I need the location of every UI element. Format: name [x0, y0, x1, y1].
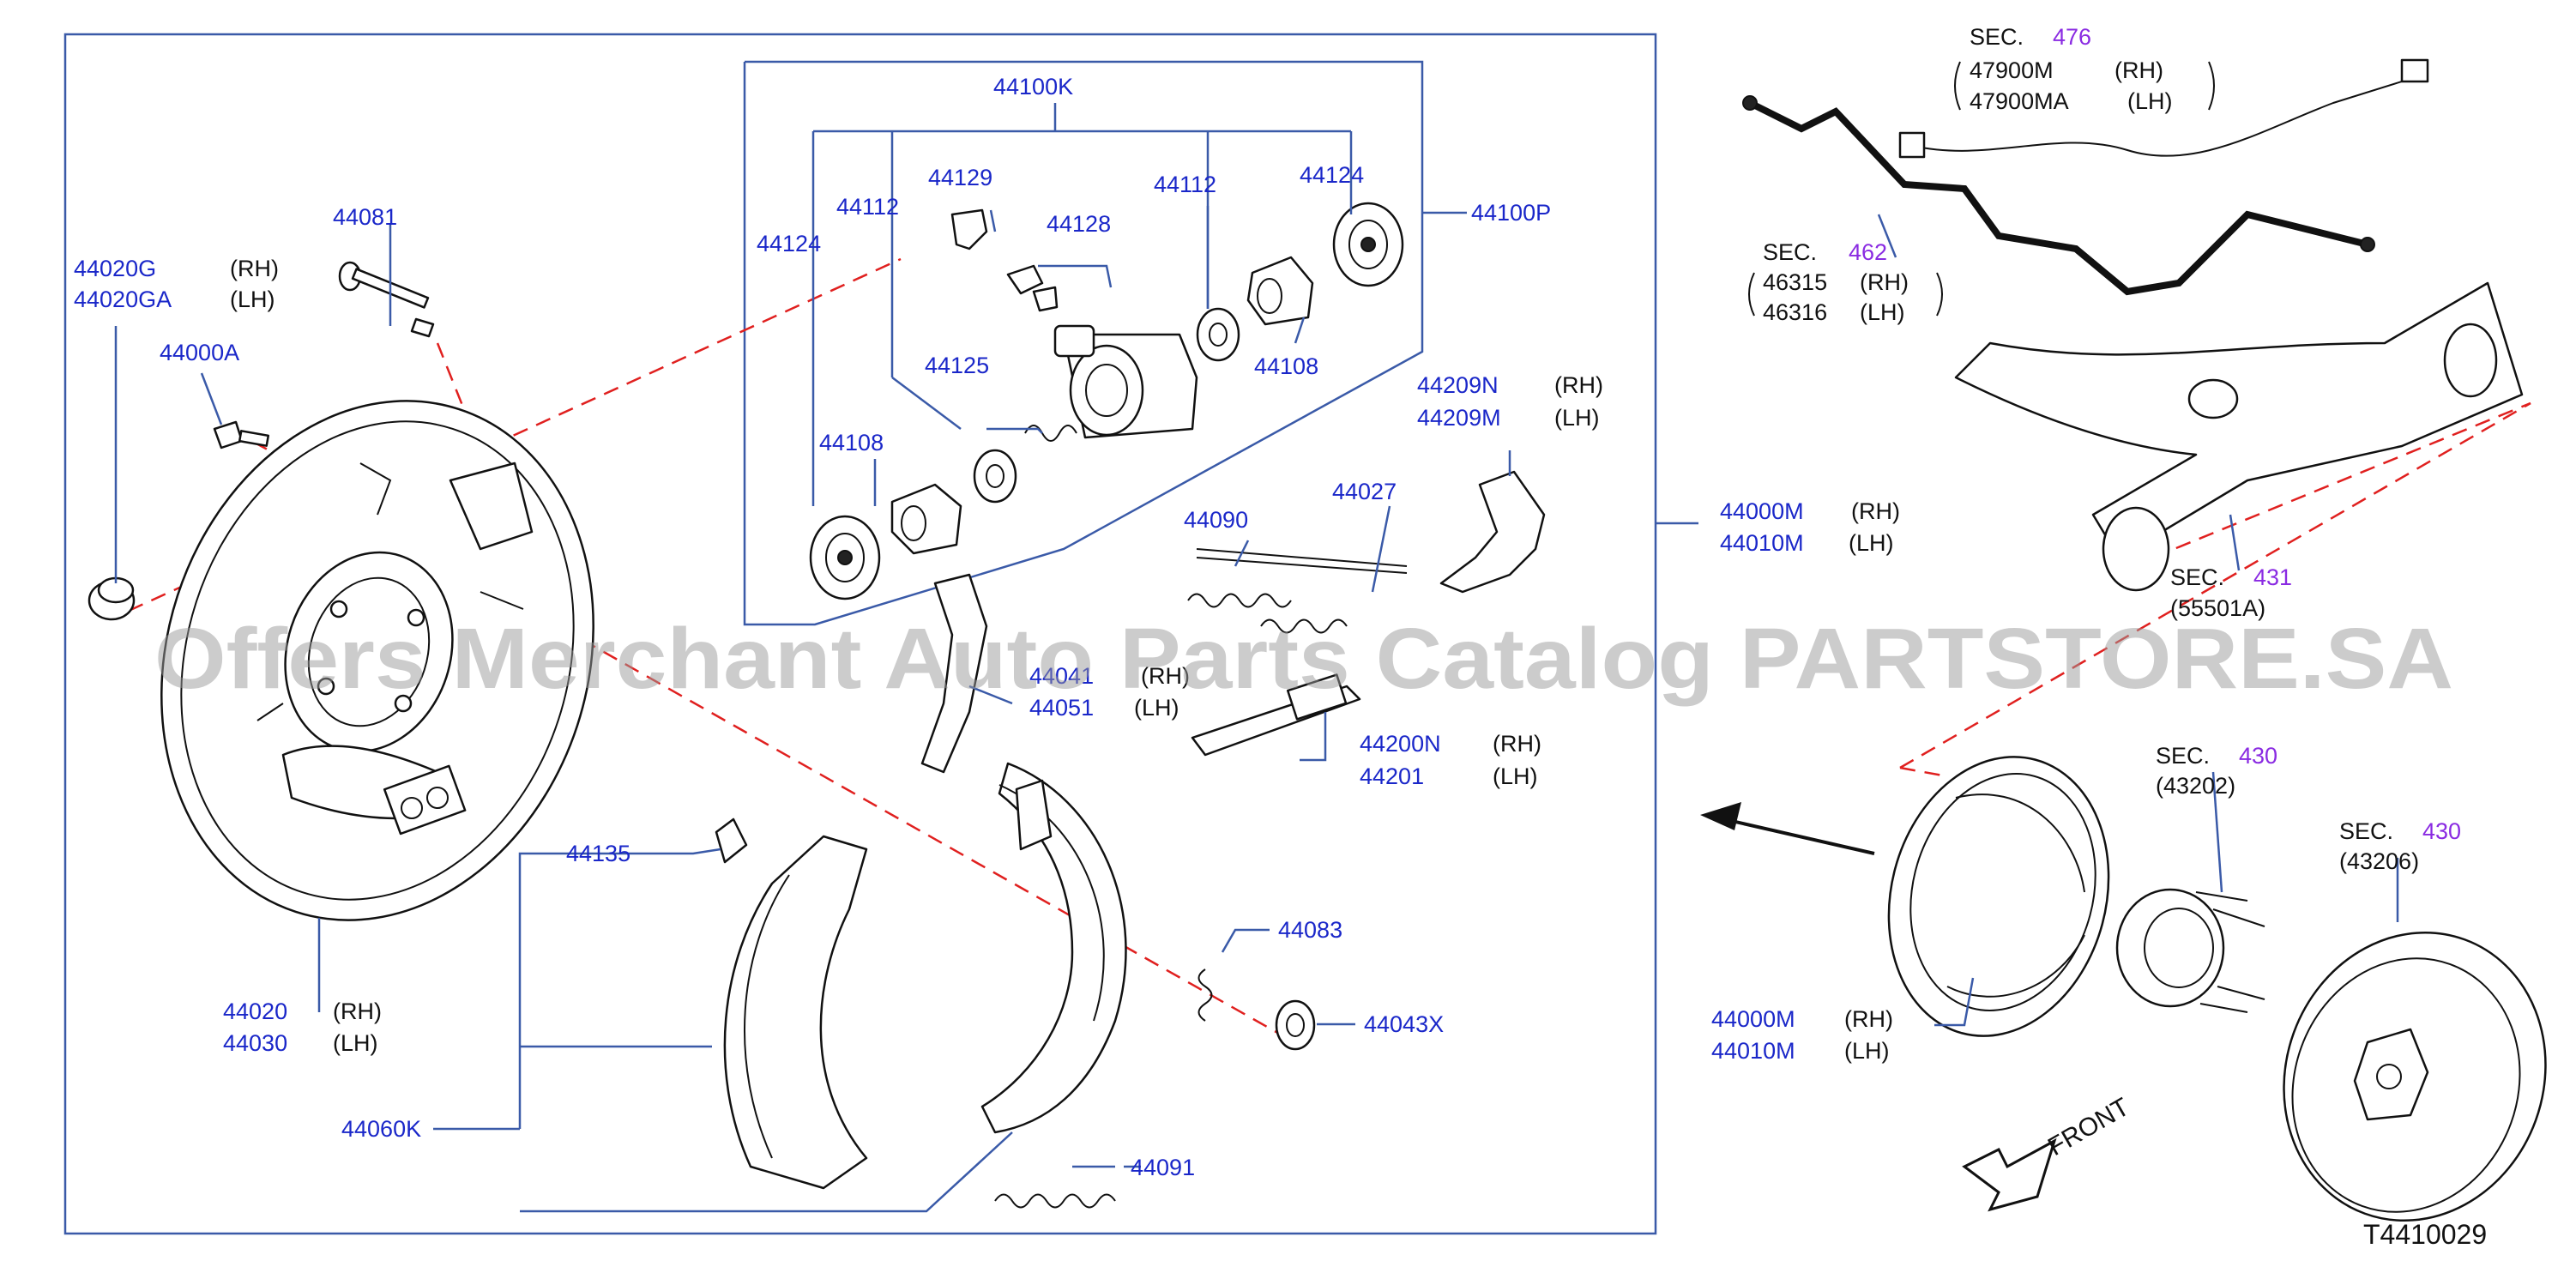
label-44010M-mid-lh: (LH)	[1849, 530, 1894, 556]
label-44201[interactable]: 44201	[1360, 763, 1424, 789]
callout-labels: 44100K 44100P 44129 44128 44112 44112 44…	[74, 74, 1900, 1180]
label-44200N-rh: (RH)	[1493, 731, 1541, 757]
sec-476-part-rh: 47900M	[1970, 57, 2054, 83]
sec-430a-part: (43202)	[2156, 773, 2235, 799]
label-44051-lh: (LH)	[1134, 695, 1179, 721]
springs-drawing	[994, 968, 1316, 1209]
label-44020GA[interactable]: 44020GA	[74, 287, 172, 312]
sec-476-lh: (LH)	[2127, 88, 2173, 114]
label-44000A[interactable]: 44000A	[160, 340, 239, 365]
sec-430a-prefix: SEC.	[2156, 743, 2210, 769]
label-44000M-right-rh: (RH)	[1844, 1006, 1893, 1032]
front-arrow-icon	[1962, 1137, 2057, 1212]
label-44209N-rh: (RH)	[1554, 372, 1603, 398]
label-44209M-lh: (LH)	[1554, 405, 1600, 431]
label-44027[interactable]: 44027	[1332, 479, 1397, 504]
label-44000M-mid-rh: (RH)	[1851, 498, 1900, 524]
label-44100P[interactable]: 44100P	[1471, 200, 1551, 226]
sec-430b-prefix: SEC.	[2339, 818, 2393, 844]
wheel-cylinder-drawing	[809, 202, 1404, 600]
label-44043X[interactable]: 44043X	[1364, 1011, 1444, 1037]
label-44091[interactable]: 44091	[1131, 1155, 1195, 1180]
label-44128[interactable]: 44128	[1047, 211, 1111, 237]
sec-462-prefix: SEC.	[1763, 239, 1817, 265]
hub-drawing	[2115, 888, 2265, 1013]
label-44020G-rh: (RH)	[230, 256, 279, 281]
sec-476-number[interactable]: 476	[2053, 24, 2091, 50]
label-44112-right[interactable]: 44112	[1154, 172, 1216, 197]
sec-462-part-lh: 46316	[1763, 299, 1827, 325]
label-44108-left[interactable]: 44108	[819, 430, 884, 456]
label-44041-rh: (RH)	[1141, 663, 1190, 689]
brake-shoes-drawing	[715, 762, 1127, 1190]
plug-drawing	[87, 576, 136, 621]
leader-lines	[114, 103, 2399, 1213]
drum-drawing	[2283, 931, 2547, 1222]
sec-430b-number[interactable]: 430	[2422, 818, 2461, 844]
diagram-code: T4410029	[2363, 1219, 2487, 1250]
pin-drawing	[338, 261, 435, 338]
sec-462-part-rh: 46315	[1763, 269, 1827, 295]
label-44125[interactable]: 44125	[925, 353, 989, 378]
label-44060K[interactable]: 44060K	[341, 1116, 421, 1142]
backing-plate-drawing	[160, 400, 594, 921]
label-44010M-mid[interactable]: 44010M	[1720, 530, 1804, 556]
label-44020-rh: (RH)	[333, 998, 382, 1024]
sec-476-part-lh: 47900MA	[1970, 88, 2069, 114]
sec-476-rh: (RH)	[2114, 57, 2163, 83]
axle-beam-drawing	[1742, 58, 2524, 592]
sec-431-part: (55501A)	[2170, 595, 2265, 621]
sec-462-rh: (RH)	[1860, 269, 1909, 295]
label-44135[interactable]: 44135	[566, 841, 630, 866]
label-44000M-right[interactable]: 44000M	[1711, 1006, 1795, 1032]
direction-arrow	[1700, 802, 1875, 855]
label-44129[interactable]: 44129	[928, 165, 992, 190]
section-references: SEC. 476 47900M (RH) 47900MA (LH) SEC. 4…	[1748, 24, 2461, 874]
bolt-drawing	[213, 420, 270, 449]
label-44020G[interactable]: 44020G	[74, 256, 156, 281]
sec-430b-part: (43206)	[2339, 848, 2419, 874]
label-44112-left[interactable]: 44112	[836, 194, 899, 220]
label-44041[interactable]: 44041	[1029, 663, 1094, 689]
watermark: Offers Merchant Auto Parts Catalog PARTS…	[154, 611, 2453, 707]
label-44010M-right-lh: (LH)	[1844, 1038, 1890, 1064]
label-44000M-mid[interactable]: 44000M	[1720, 498, 1804, 524]
sec-462-lh: (LH)	[1860, 299, 1905, 325]
label-44083[interactable]: 44083	[1278, 917, 1342, 943]
label-44100K[interactable]: 44100K	[993, 74, 1073, 100]
wheel-cylinder-frame	[743, 60, 1424, 626]
sec-476-prefix: SEC.	[1970, 24, 2024, 50]
sec-462-number[interactable]: 462	[1849, 239, 1887, 265]
label-44030[interactable]: 44030	[223, 1030, 287, 1056]
label-44081[interactable]: 44081	[333, 204, 397, 230]
label-44020GA-lh: (LH)	[230, 287, 275, 312]
label-44020[interactable]: 44020	[223, 998, 287, 1024]
label-44051[interactable]: 44051	[1029, 695, 1094, 721]
label-44090[interactable]: 44090	[1184, 507, 1248, 533]
front-label: FRONT	[2043, 1093, 2134, 1161]
adjuster-parts-drawing	[920, 470, 1546, 774]
sec-430a-number[interactable]: 430	[2239, 743, 2277, 769]
label-44200N[interactable]: 44200N	[1360, 731, 1441, 757]
label-44209M[interactable]: 44209M	[1417, 405, 1501, 431]
main-frame	[63, 33, 1657, 1235]
label-44209N[interactable]: 44209N	[1417, 372, 1499, 398]
sec-431-prefix: SEC.	[2170, 564, 2224, 590]
label-44124-right[interactable]: 44124	[1300, 162, 1364, 188]
label-44201-lh: (LH)	[1493, 763, 1538, 789]
label-44030-lh: (LH)	[333, 1030, 378, 1056]
sec-431-number[interactable]: 431	[2253, 564, 2292, 590]
brake-assembly-drawing	[1887, 756, 2110, 1037]
label-44108-right[interactable]: 44108	[1254, 353, 1318, 379]
label-44010M-right[interactable]: 44010M	[1711, 1038, 1795, 1064]
label-44124-left[interactable]: 44124	[757, 231, 821, 256]
